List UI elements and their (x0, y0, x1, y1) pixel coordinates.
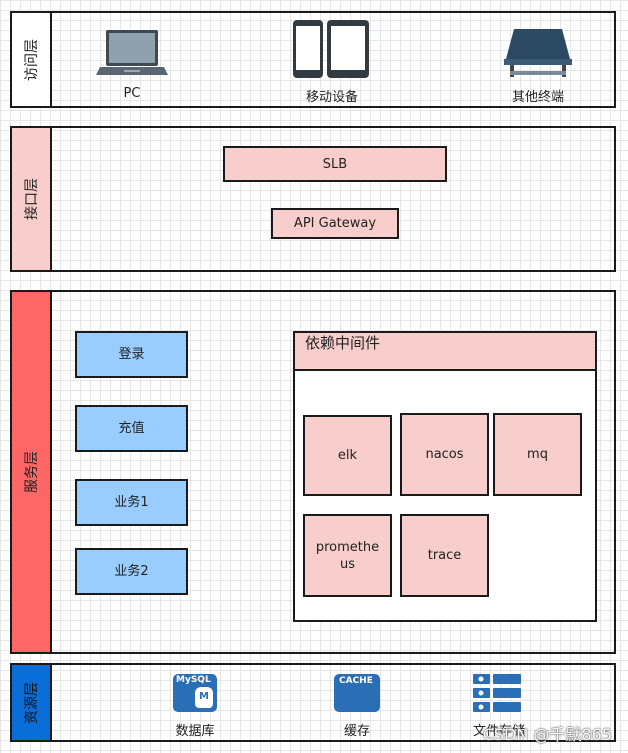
mysql-badge-sub: M (199, 691, 209, 702)
csdn-watermark: CSDN @千默865 (482, 725, 612, 744)
resource-layer-label-panel: 资源层 (12, 665, 52, 740)
resource-layer: 资源层 MySQL M 数据库 CACHE 缓存 文件存储 (10, 663, 616, 742)
middleware-node-nacos: nacos (400, 413, 489, 496)
mobile-devices-icon (293, 20, 369, 78)
middleware-title: 依赖中间件 (305, 334, 381, 352)
cache-badge-text: CACHE (339, 676, 373, 686)
interface-layer-title: 接口层 (24, 178, 40, 220)
service-node-business2: 业务2 (75, 548, 188, 595)
middleware-node-trace: trace (400, 514, 489, 597)
access-layer-title: 访问层 (24, 38, 40, 81)
file-storage-icon (473, 674, 521, 712)
service-node-business1: 业务1 (75, 479, 188, 526)
access-layer-label-panel: 访问层 (12, 13, 52, 106)
slb-node: SLB (223, 146, 447, 182)
service-layer-label-panel: 服务层 (12, 292, 52, 652)
resource-label-file-storage: 文件存储 (472, 724, 525, 739)
middleware-container: 依赖中间件 elk nacos mq promethe us trace (293, 331, 597, 622)
interface-layer-label-panel: 接口层 (12, 128, 52, 270)
terminal-icon (504, 29, 572, 77)
service-node-recharge: 充值 (75, 405, 188, 452)
device-label-terminal: 其他终端 (511, 90, 564, 105)
device-label-mobile: 移动设备 (305, 90, 358, 105)
middleware-node-elk: elk (303, 415, 392, 496)
prometheus-label: promethe us (315, 539, 380, 572)
service-layer-title: 服务层 (24, 451, 40, 493)
middleware-node-mq: mq (493, 413, 582, 496)
access-layer: 访问层 PC 移动设备 其他终端 (10, 11, 616, 108)
service-layer: 服务层 登录 充值 业务1 业务2 依赖中间件 elk nacos mq pro… (10, 290, 616, 654)
middleware-node-prometheus: promethe us (303, 514, 392, 597)
laptop-icon (96, 30, 168, 75)
mysql-cylinder: M (195, 687, 213, 708)
api-gateway-node: API Gateway (271, 208, 399, 239)
resource-label-cache: 缓存 (343, 724, 370, 739)
mysql-database-icon: MySQL M (173, 674, 217, 712)
resource-label-database: 数据库 (175, 724, 215, 739)
interface-layer: 接口层 SLB API Gateway (10, 126, 616, 272)
mysql-badge-text: MySQL (176, 675, 211, 685)
resource-layer-title: 资源层 (24, 681, 40, 724)
cache-icon: CACHE (334, 674, 380, 712)
service-node-login: 登录 (75, 331, 188, 378)
device-label-pc: PC (123, 86, 141, 101)
middleware-header: 依赖中间件 (295, 333, 595, 371)
